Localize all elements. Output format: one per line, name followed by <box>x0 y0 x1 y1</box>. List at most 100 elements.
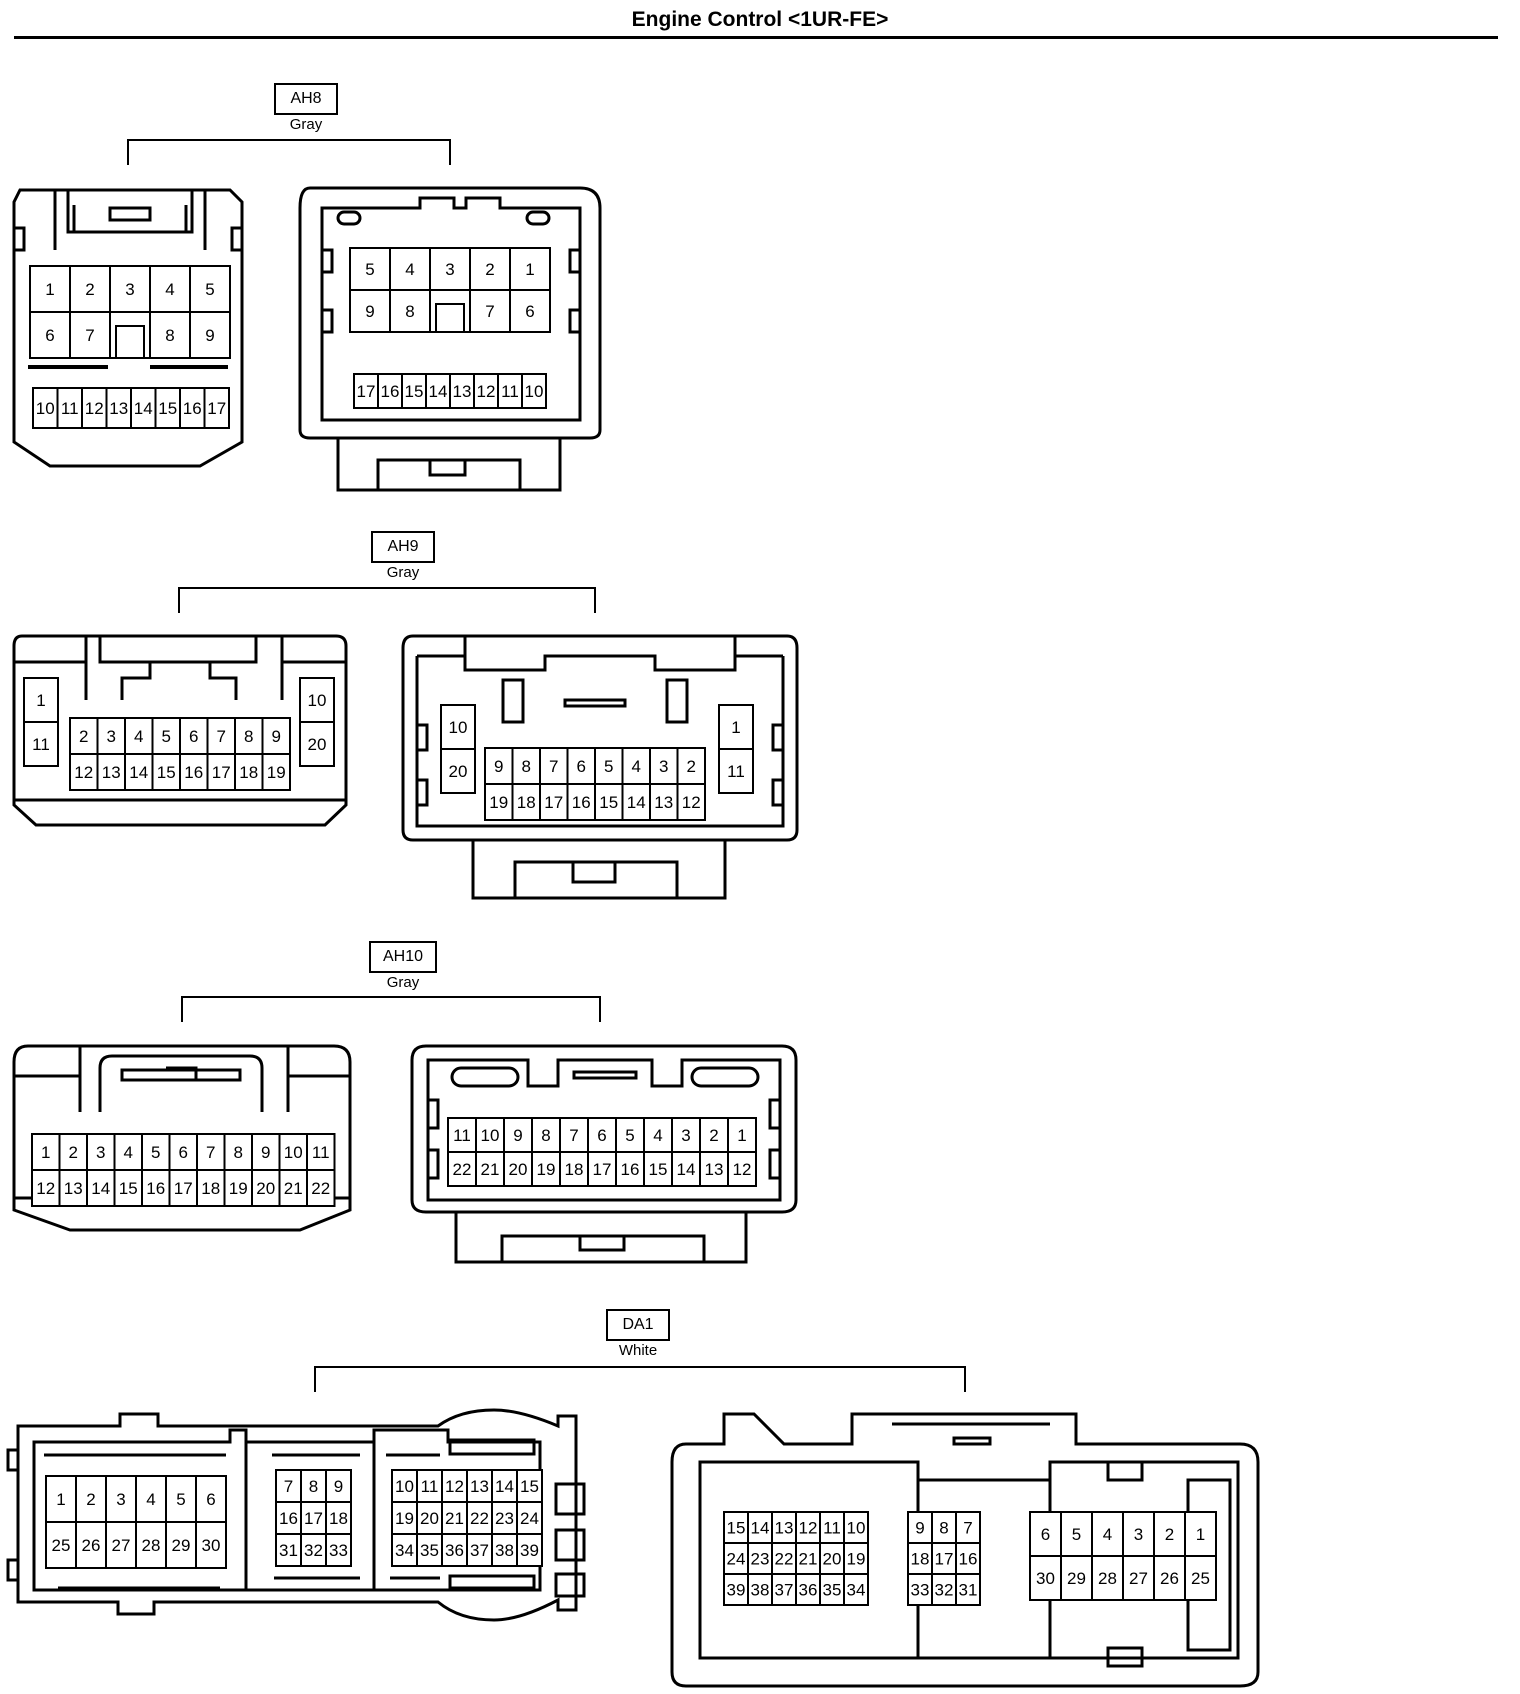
pin-number: 14 <box>751 1519 770 1538</box>
pin-number: 18 <box>911 1550 930 1569</box>
pin-number: 21 <box>445 1509 464 1528</box>
pin-number: 1 <box>1196 1525 1205 1544</box>
pin-number: 19 <box>395 1509 414 1528</box>
pin-number: 20 <box>509 1160 528 1179</box>
pin-number: 38 <box>751 1581 770 1600</box>
connector-bracket-ah10 <box>181 996 601 1022</box>
pin-cell <box>86 1133 116 1171</box>
pin-number: 13 <box>102 763 121 782</box>
pin-number: 15 <box>599 793 618 812</box>
pin-number: 34 <box>395 1541 414 1560</box>
pin-number: 7 <box>206 1143 215 1162</box>
pin-number: 23 <box>751 1550 770 1569</box>
pin-number: 15 <box>157 763 176 782</box>
pin-number: 35 <box>420 1541 439 1560</box>
pin-number: 28 <box>142 1536 161 1555</box>
pin-cell <box>907 1542 933 1575</box>
pin-number: 17 <box>357 382 376 401</box>
pin-cell <box>795 1573 821 1606</box>
pin-number: 8 <box>244 727 253 746</box>
pin-number: 4 <box>405 260 414 279</box>
pin-cell <box>516 1469 543 1503</box>
connector-code-ah10: AH10 <box>369 941 437 973</box>
pin-number: 14 <box>627 793 646 812</box>
pin-number: 7 <box>569 1126 578 1145</box>
pin-number: 34 <box>847 1581 866 1600</box>
pin-number: 13 <box>470 1477 489 1496</box>
pin-cell <box>671 1151 701 1187</box>
pin-number: 2 <box>69 1143 78 1162</box>
pin-number: 1 <box>737 1126 746 1145</box>
pin-cell <box>401 373 427 409</box>
pin-cell <box>113 1169 143 1207</box>
pin-cell <box>475 1151 505 1187</box>
pin-number: 9 <box>205 326 214 345</box>
pin-cell <box>69 311 111 359</box>
pin-cell <box>416 1469 443 1503</box>
pin-number: 18 <box>201 1179 220 1198</box>
pin-number: 22 <box>775 1550 794 1569</box>
pin-number: 19 <box>847 1550 866 1569</box>
pin-number: 12 <box>733 1160 752 1179</box>
pin-number: 2 <box>485 260 494 279</box>
pin-number: 11 <box>312 1143 330 1162</box>
pin-number: 35 <box>823 1581 842 1600</box>
pin-cell <box>484 747 514 785</box>
connector-bracket-ah8 <box>127 139 451 165</box>
pin-number: 10 <box>481 1126 500 1145</box>
pin-number: 3 <box>125 280 134 299</box>
pin-number: 28 <box>1098 1569 1117 1588</box>
pin-cell <box>349 247 391 291</box>
pin-number: 21 <box>799 1550 818 1569</box>
pin-cell <box>699 1117 729 1153</box>
pin-number: 12 <box>74 763 93 782</box>
pin-number: 1 <box>731 718 740 737</box>
pin-cell <box>511 783 541 821</box>
pin-cell <box>306 1133 336 1171</box>
pin-number: 6 <box>597 1126 606 1145</box>
pin-number: 36 <box>799 1581 818 1600</box>
pin-number: 4 <box>146 1490 155 1509</box>
pin-number: 13 <box>64 1179 83 1198</box>
pin-number: 2 <box>86 1490 95 1509</box>
pin-number: 20 <box>256 1179 275 1198</box>
pin-number: 4 <box>134 727 143 746</box>
pin-number: 37 <box>470 1541 489 1560</box>
pin-number: 15 <box>520 1477 539 1496</box>
pin-number: 10 <box>308 691 327 710</box>
pin-cell <box>615 1151 645 1187</box>
connector-color-ah9: Gray <box>386 564 420 581</box>
connector-code-ah8: AH8 <box>274 83 338 115</box>
pin-number: 2 <box>1165 1525 1174 1544</box>
pin-cell <box>559 1117 589 1153</box>
pin-number: 7 <box>284 1477 293 1496</box>
pin-cell <box>843 1542 869 1575</box>
pin-cell <box>105 1521 137 1569</box>
pin-cell <box>484 783 514 821</box>
pin-number: 8 <box>234 1143 243 1162</box>
pin-number: 27 <box>1129 1569 1148 1588</box>
pin-number: 29 <box>1067 1569 1086 1588</box>
pin-number: 7 <box>963 1519 972 1538</box>
pin-cell <box>299 721 335 767</box>
pin-number: 5 <box>162 727 171 746</box>
pin-cell <box>539 783 569 821</box>
pin-number: 6 <box>179 1143 188 1162</box>
pin-number: 9 <box>261 1143 270 1162</box>
pin-number: 27 <box>112 1536 131 1555</box>
pin-cell <box>539 747 569 785</box>
pin-cell <box>168 1133 198 1171</box>
pin-cell <box>325 1533 352 1567</box>
